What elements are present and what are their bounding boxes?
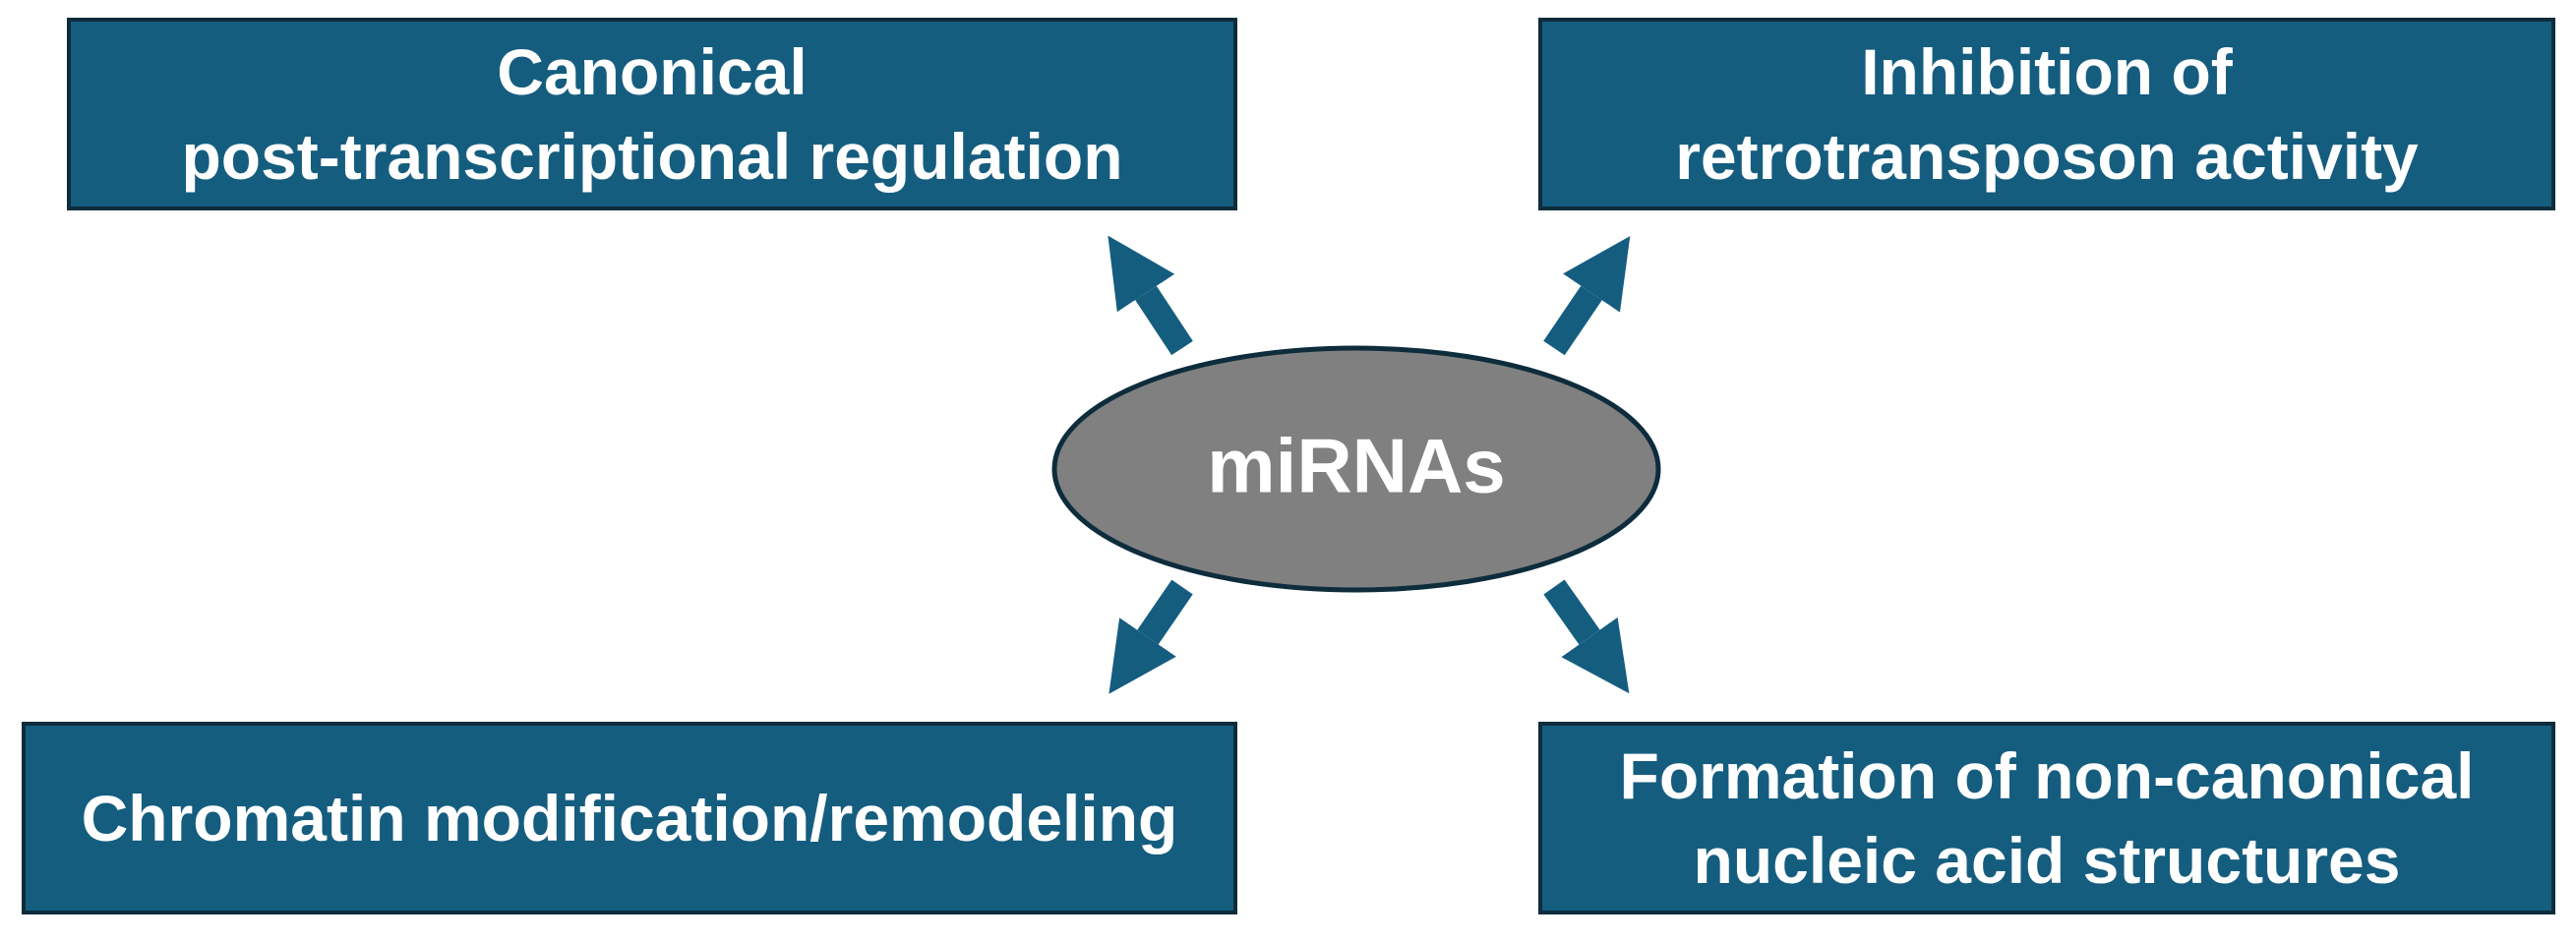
box-line: Chromatin modification/remodeling [81,782,1178,854]
arrow-bottom-left [1108,579,1193,694]
arrow-bottom-right [1543,579,1630,694]
center-ellipse [1051,345,1661,593]
box-non-canonical-structures: Formation of non-canonical nucleic acid … [1538,722,2555,914]
box-line: retrotransposon activity [1675,120,2419,193]
box-chromatin-modification: Chromatin modification/remodeling [22,722,1237,914]
box-line: Canonical [497,35,808,108]
arrow-top-left [1108,235,1193,356]
arrow-top-right [1543,236,1631,356]
center-label: miRNAs [1207,423,1505,509]
box-line: Inhibition of [1861,35,2233,108]
box-line: post-transcriptional regulation [181,120,1123,193]
box-canonical-regulation: Canonical post-transcriptional regulatio… [67,18,1237,210]
box-line: Formation of non-canonical [1619,739,2475,812]
box-line: nucleic acid structures [1693,824,2401,897]
box-retrotransposon-inhibition: Inhibition of retrotransposon activity [1538,18,2555,210]
